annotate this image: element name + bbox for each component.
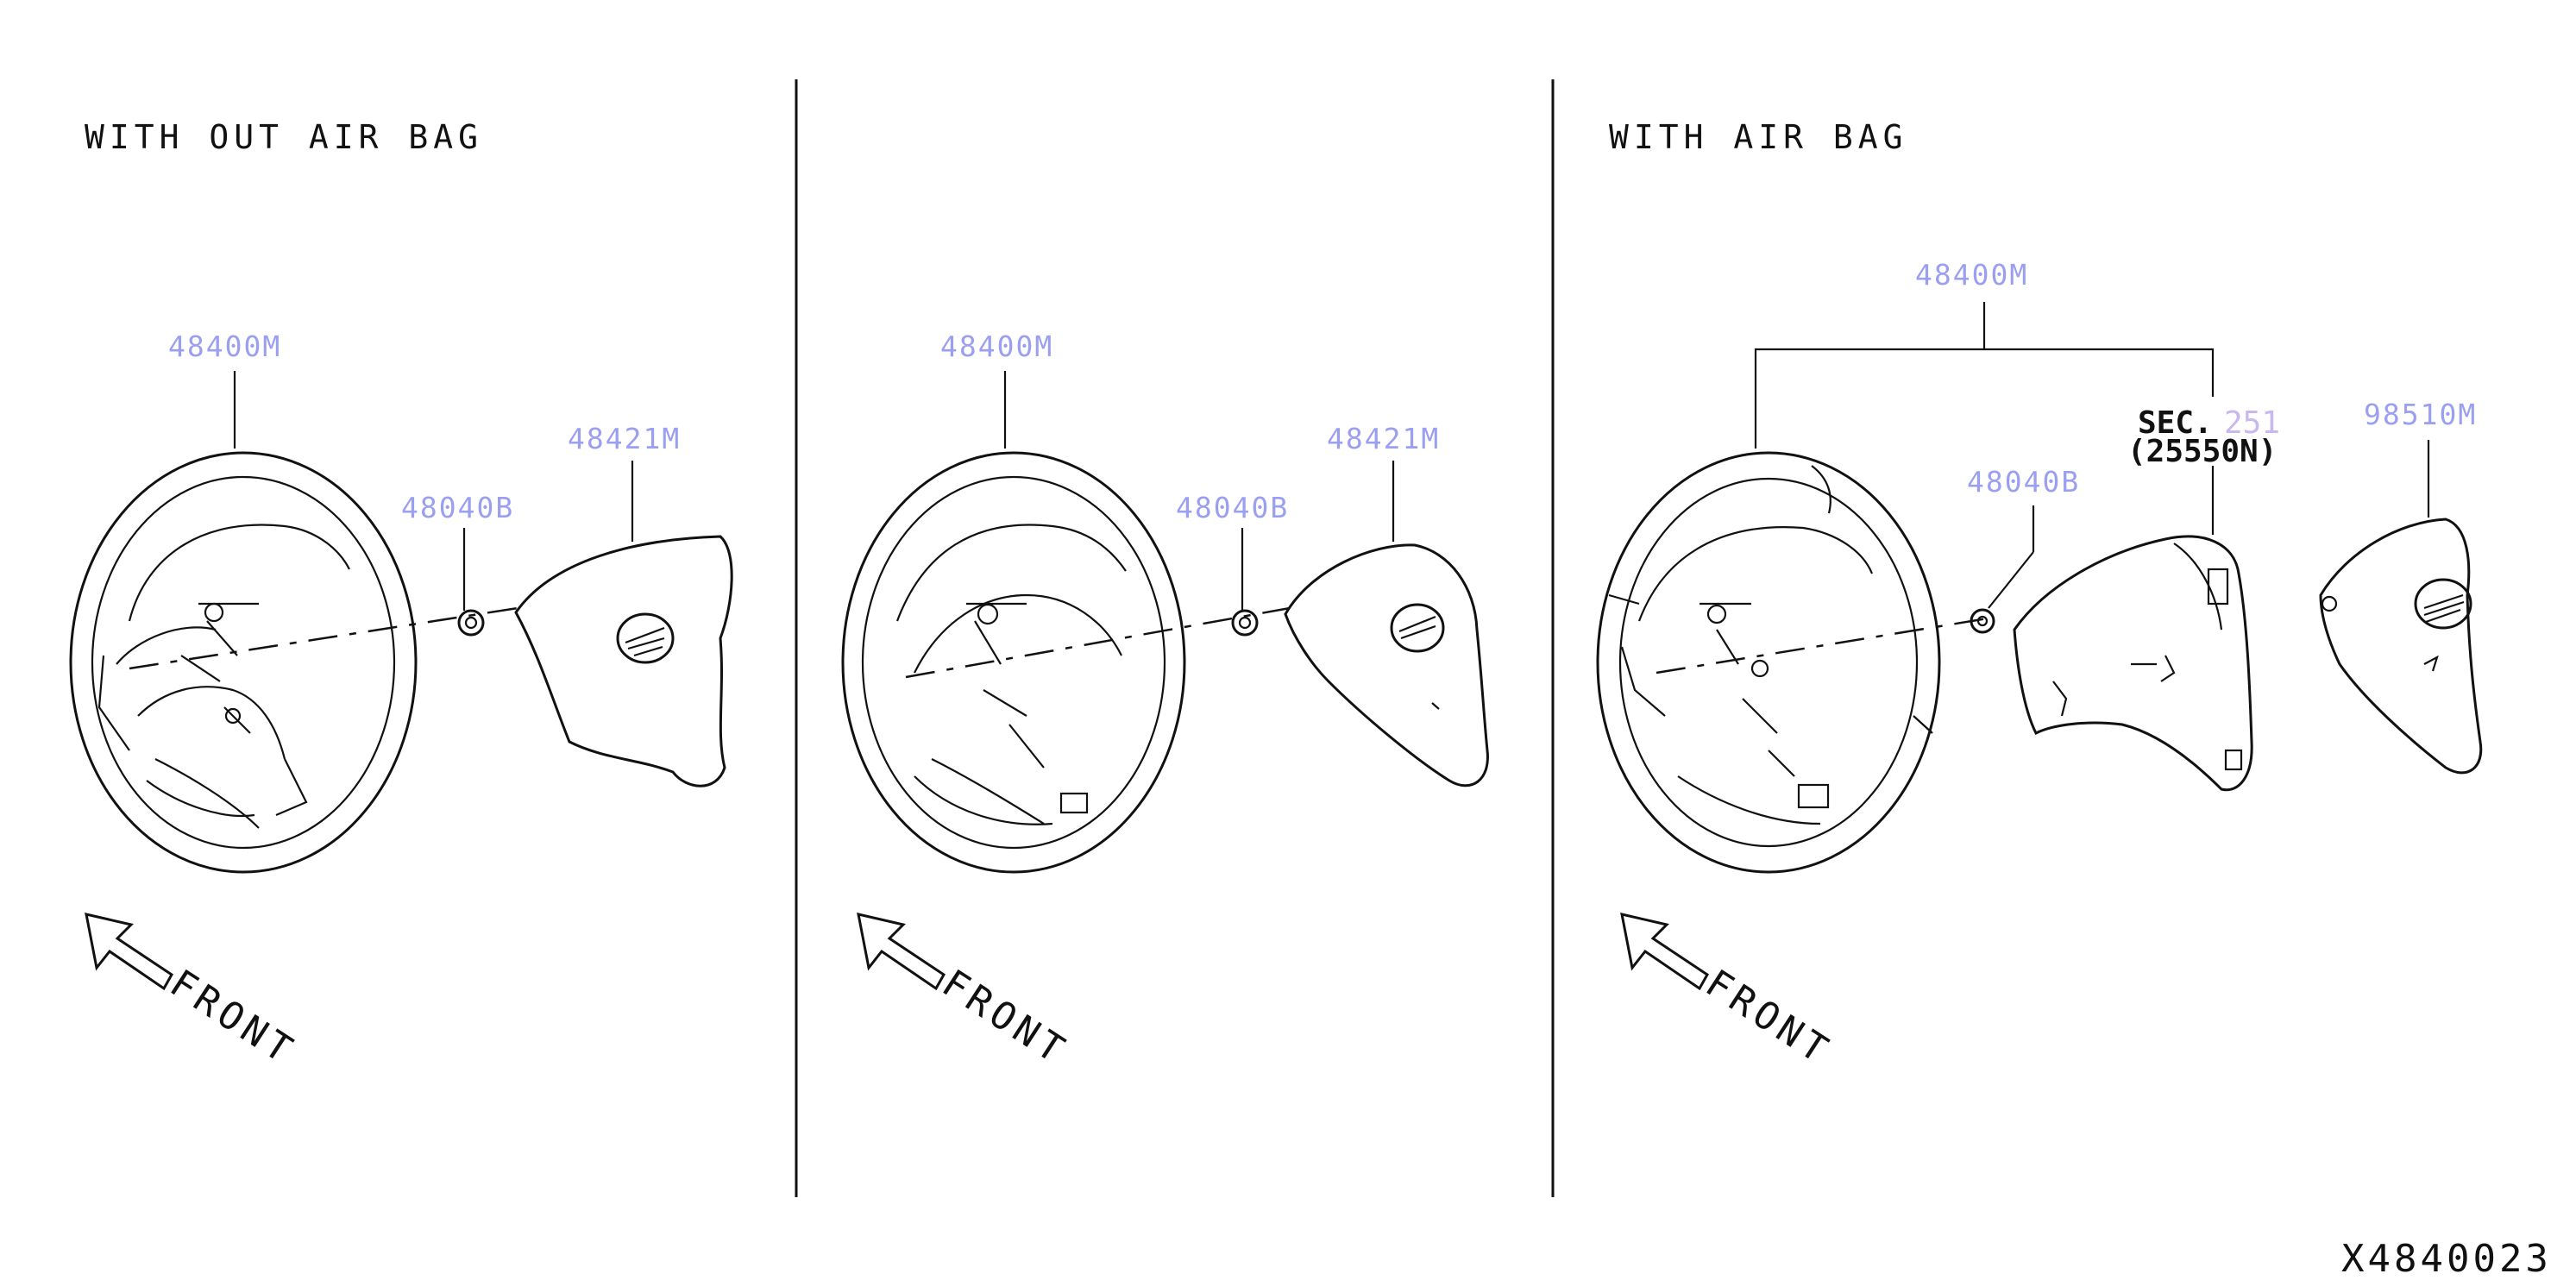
front-arrow-icon: [1620, 913, 1709, 991]
part-number-nut: 48040B: [401, 491, 514, 524]
front-label: FRONT: [934, 961, 1076, 1074]
part-number-cover: 48421M: [568, 422, 681, 455]
section-reference-part: (25550N): [2127, 434, 2277, 469]
front-label: FRONT: [1698, 961, 1839, 1074]
assembly-axis-line: [1656, 616, 1994, 675]
pad-cover-icon: [514, 535, 733, 787]
nut-icon: [1231, 609, 1259, 637]
airbag-module-icon: [2319, 518, 2483, 775]
panel-without-airbag-alt: 48400M 48040B 48421M FRONT: [841, 329, 1489, 1075]
part-number-wheel: 48400M: [168, 329, 281, 363]
part-number-airbag: 98510M: [2364, 398, 2477, 431]
front-arrow-icon: [85, 913, 173, 991]
leader-line: [1988, 551, 2034, 609]
steering-wheel-icon: [69, 451, 418, 874]
assembly-axis-line: [129, 606, 518, 670]
panel-without-airbag: WITH OUT AIR BAG: [69, 118, 733, 1075]
part-number-wheel: 48400M: [940, 329, 1053, 363]
panel-heading: WITH AIR BAG: [1609, 118, 1908, 156]
section-reference-prefix: SEC.: [2138, 405, 2213, 441]
part-number-nut: 48040B: [1967, 465, 2080, 499]
assembly-axis-line: [905, 606, 1291, 679]
part-number-nut: 48040B: [1176, 491, 1289, 524]
steering-wheel-icon: [841, 451, 1186, 874]
diagram-code: X4840023: [2341, 1237, 2552, 1280]
front-arrow-icon: [857, 913, 946, 991]
nut-icon: [457, 609, 485, 637]
front-label: FRONT: [162, 961, 304, 1074]
steering-wheel-icon: [1596, 451, 1941, 874]
part-number-cover: 48421M: [1327, 422, 1440, 455]
part-number-wheel: 48400M: [1915, 258, 2028, 292]
panel-with-airbag: WITH AIR BAG: [1596, 118, 2483, 1075]
section-reference-number: 251: [2224, 405, 2280, 441]
pad-cover-icon: [1284, 543, 1489, 787]
switch-cover-icon: [2013, 535, 2253, 792]
panel-heading: WITH OUT AIR BAG: [85, 118, 483, 156]
